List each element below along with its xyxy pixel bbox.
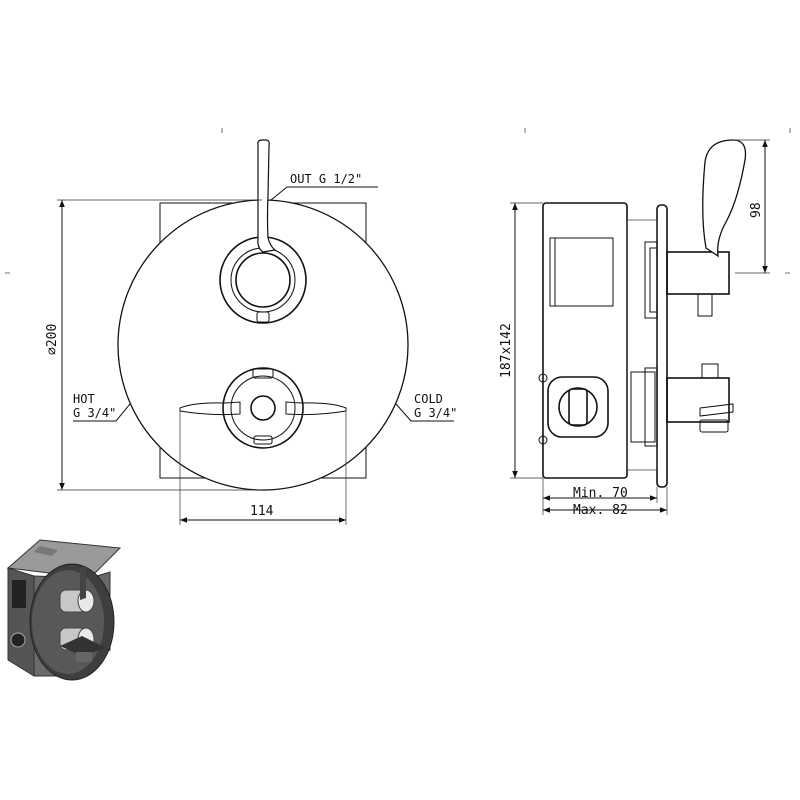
cold-label: COLD bbox=[414, 392, 443, 406]
cold-leader bbox=[395, 403, 454, 422]
out-label: OUT G 1/2" bbox=[290, 172, 362, 186]
box-height-dimension: 187x142 bbox=[499, 202, 543, 479]
diameter-value: ∅200 bbox=[45, 324, 60, 355]
box-size-value: 187x142 bbox=[499, 323, 514, 378]
diverter-lever bbox=[257, 139, 277, 253]
cold-size-label: G 3/4" bbox=[414, 406, 457, 420]
isometric-product-view bbox=[6, 539, 122, 681]
hot-label: HOT bbox=[73, 392, 95, 406]
hot-size-label: G 3/4" bbox=[73, 406, 116, 420]
width-dimension: 114 bbox=[179, 410, 347, 525]
diameter-dimension: ∅200 bbox=[45, 199, 262, 491]
out-leader bbox=[270, 186, 378, 201]
depth-dimension: Min. 70 Max. 82 bbox=[542, 478, 668, 518]
handle-height-dimension: 98 bbox=[735, 139, 770, 274]
depth-max-value: Max. 82 bbox=[573, 503, 628, 518]
front-view bbox=[117, 139, 409, 491]
hot-leader bbox=[73, 403, 131, 422]
handle-height-value: 98 bbox=[749, 202, 764, 218]
inlet-port bbox=[547, 376, 609, 438]
depth-min-value: Min. 70 bbox=[573, 486, 628, 501]
thermostatic-handle bbox=[179, 367, 347, 449]
side-view bbox=[538, 139, 747, 488]
cover-plate-edge bbox=[656, 204, 668, 488]
width-value: 114 bbox=[250, 504, 274, 519]
center-marks bbox=[5, 128, 791, 274]
side-lever bbox=[702, 139, 747, 258]
